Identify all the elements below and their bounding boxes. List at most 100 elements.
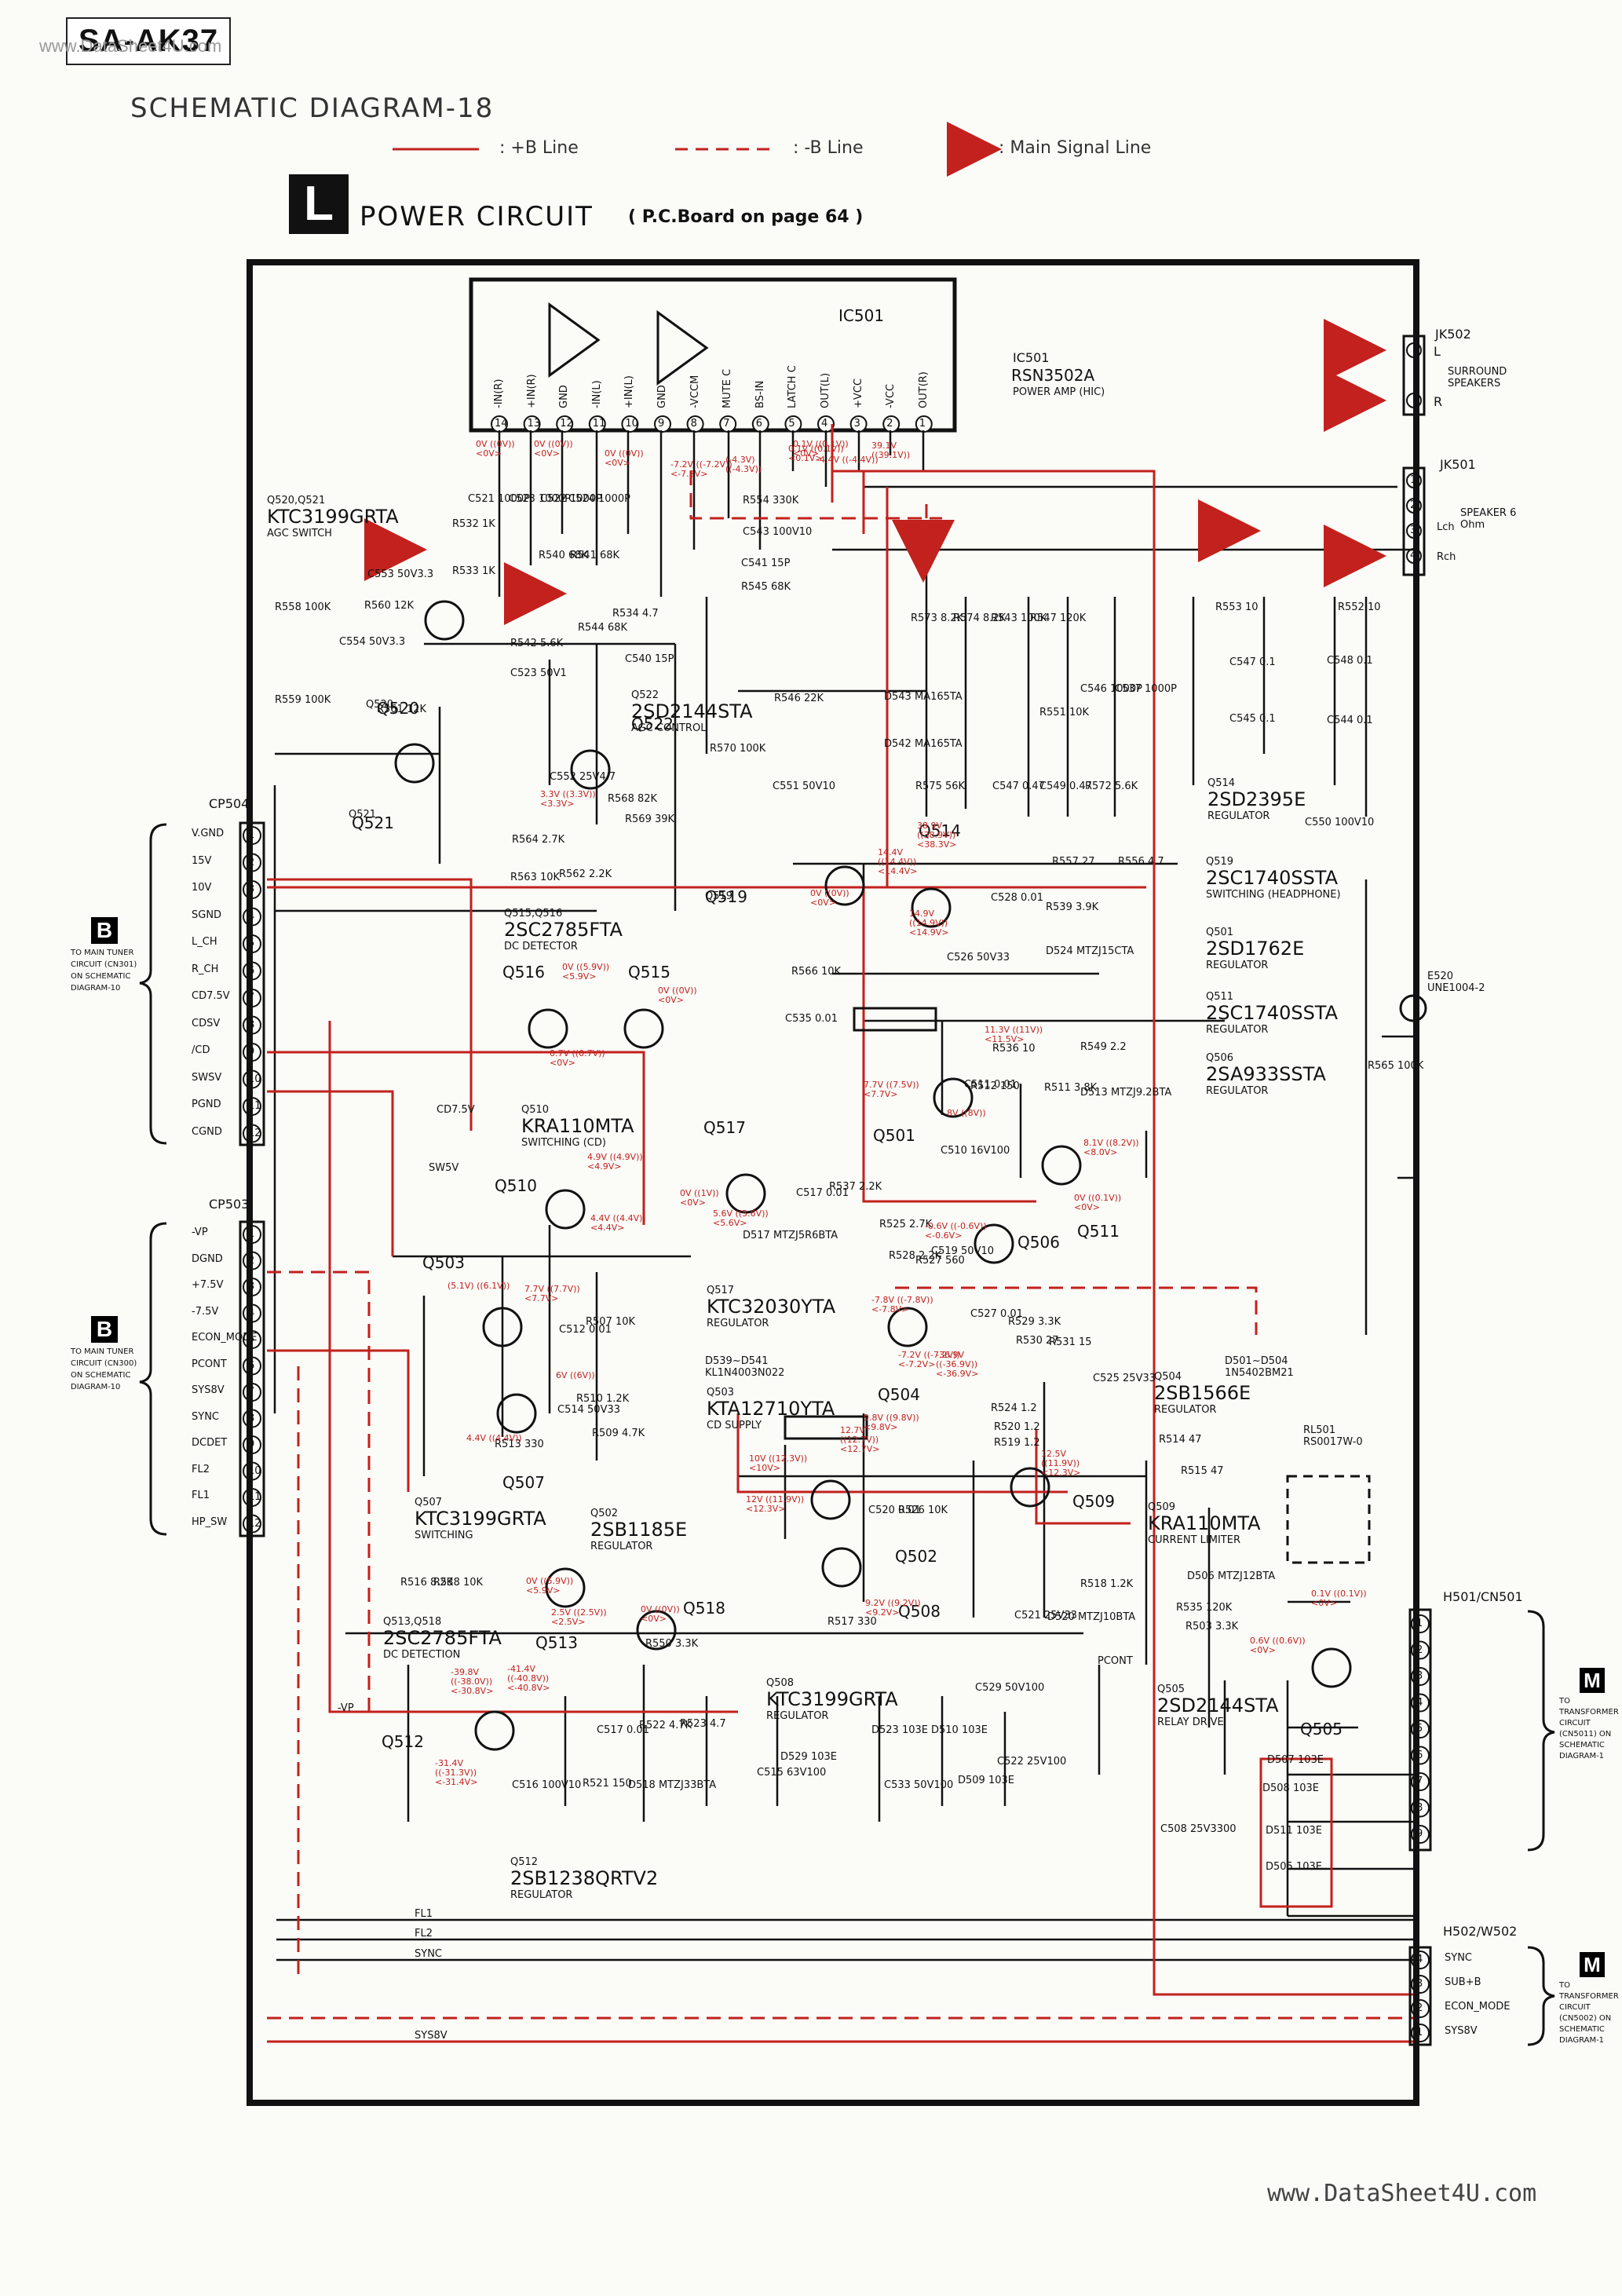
component-part: KTC3199GRTA	[415, 1508, 546, 1530]
voltage-label: -7.2V ((-7.2V)) <-7.2V>	[670, 459, 732, 479]
cp503-pin-number: 4	[248, 1307, 255, 1319]
ic501-pin-number: 2	[886, 418, 893, 430]
conn-m-top: M	[1580, 1668, 1605, 1693]
component-ref: Q505	[1157, 1684, 1185, 1695]
part-label: D520 MTZJ10BTA	[1047, 1611, 1136, 1623]
part-label: C510 16V100	[941, 1145, 1010, 1157]
voltage-label: 4.9V ((4.9V)) <4.9V>	[587, 1152, 643, 1172]
part-label: R547 120K	[1030, 612, 1087, 624]
cn513	[784, 1415, 868, 1440]
component-ref: Q510	[521, 1104, 550, 1116]
part-label: C528 0.01	[991, 892, 1043, 904]
h501-pin-number: 4	[1416, 1696, 1423, 1709]
part-label: C508 25V3300	[1160, 1823, 1237, 1835]
red-minus-b-lines	[267, 471, 1413, 2020]
relay-rl501	[1286, 1475, 1371, 1564]
part-label: R521 150	[583, 1778, 632, 1790]
part-label: R536 10	[992, 1043, 1036, 1055]
cp504-pin-name: PGND	[192, 1099, 221, 1110]
component-part: 2SC1740SSTA	[1206, 1002, 1339, 1024]
transistor-tag: Q517	[703, 1118, 746, 1137]
part-label: C552 25V4.7	[550, 771, 616, 783]
part-label: R540 68K	[539, 550, 589, 561]
cp504pins-pin	[243, 853, 261, 872]
cp503pins-pin	[243, 1303, 261, 1323]
section-title: POWER CIRCUIT	[360, 201, 594, 232]
part-label: R533 1K	[452, 565, 495, 577]
h501pins-pin	[1411, 1825, 1430, 1844]
part-label: D513 MTZJ9.2BTA	[1080, 1087, 1172, 1099]
h501pins-pin	[1411, 1640, 1430, 1660]
jk501-text: SPEAKER 6 Ohm	[1460, 507, 1517, 531]
part-label: C527 0.01	[970, 1308, 1023, 1320]
part-label: C523 50V1	[510, 667, 567, 679]
voltage-label: -36.9V ((-36.9V)) <-36.9V>	[936, 1350, 979, 1379]
component-ref: Q501	[1206, 927, 1234, 938]
cp503pins-pin	[243, 1409, 261, 1428]
voltage-label: 11.3V ((11V)) <11.5V>	[985, 1025, 1043, 1044]
component-part: KTC32030YTA	[707, 1296, 836, 1318]
voltage-label: 39.1V ((39.1V))	[871, 441, 911, 460]
legend-b-minus: : -B Line	[793, 138, 864, 158]
h501-pin-number: 5	[1416, 1723, 1423, 1735]
watermark-bottom: www.DataSheet4U.com	[1267, 2180, 1537, 2207]
ic501-pin-name: -IN(L)	[590, 380, 603, 408]
component-part: 2SB1185E	[590, 1519, 688, 1541]
voltage-label: 0.1V ((0.1V)) <0V>	[1311, 1589, 1367, 1608]
ic501-pin-name: OUT(R)	[917, 371, 930, 408]
section-letter: L	[289, 174, 349, 234]
voltage-label: (-4.3V) ((-4.3V))	[725, 455, 762, 474]
vp-label: -VP	[338, 1702, 354, 1714]
cp503-pin-name: -VP	[192, 1227, 208, 1238]
voltage-label: 0V ((5.9V)) <5.9V>	[526, 1576, 574, 1596]
ic501-pin-number: 10	[625, 418, 638, 430]
component-desc: REGULATOR	[590, 1541, 653, 1552]
component-desc: DC DETECTOR	[504, 941, 578, 952]
voltage-label: 2.5V ((2.5V)) <2.5V>	[551, 1607, 607, 1627]
ic501-pin-name: LATCH C	[787, 365, 799, 408]
part-label: C526 50V33	[947, 952, 1010, 963]
voltage-label: 0.6V ((0.6V)) <0V>	[1250, 1636, 1306, 1655]
jk501-lch: Lch	[1437, 521, 1455, 533]
part-label: R575 56K	[915, 781, 966, 792]
h501-pin-number: 1	[1416, 1618, 1423, 1629]
cp504pins-pin	[243, 880, 261, 899]
legend-b-plus: : +B Line	[499, 138, 579, 158]
voltage-label: 0.7V ((0.7V)) <0V>	[550, 1048, 605, 1068]
transistor-tag: Q514	[919, 821, 961, 840]
part-label: R529 3.3K	[1008, 1316, 1061, 1328]
component-ref: Q514	[1207, 777, 1236, 789]
part-label: C523 1000P	[509, 493, 571, 505]
component-desc: SWITCHING	[415, 1530, 473, 1541]
component-ref: Q506	[1206, 1052, 1234, 1064]
part-label: C522 25V100	[997, 1756, 1067, 1768]
cp504-pin-number: 2	[248, 856, 255, 868]
cp503-pin-number: 5	[248, 1333, 255, 1345]
cp504-pin-number: 10	[248, 1073, 261, 1085]
part-label: C522 1000P	[540, 493, 602, 505]
component-ref: Q513,Q518	[383, 1616, 442, 1628]
cp503pins-pin	[243, 1435, 261, 1454]
voltage-label: 12V ((11.9V)) <12.3V>	[746, 1494, 805, 1514]
component-ref: Q504	[1154, 1371, 1182, 1383]
cp504-pin-name: CDSV	[192, 1017, 221, 1029]
component-ref: Q503	[707, 1387, 735, 1398]
d539-label: D539~D541 KL1N4003N022	[705, 1355, 785, 1379]
legend-signal: : Main Signal Line	[999, 138, 1152, 158]
part-label: R512 150	[970, 1080, 1020, 1092]
transistors	[394, 600, 1352, 1751]
ic501-part: RSN3502A	[1011, 366, 1095, 385]
h502-pin-number: 2	[1416, 2002, 1423, 2014]
e520-label: E520 UNE1004-2	[1427, 971, 1485, 994]
conn-b-top-text: TO MAIN TUNER CIRCUIT (CN301) ON SCHEMAT…	[71, 949, 137, 993]
part-label: C535 0.01	[785, 1013, 838, 1025]
ic501-pin-circle	[654, 415, 671, 433]
component-ref: Q512	[510, 1856, 539, 1868]
part-label: D524 MTZJ15CTA	[1046, 945, 1134, 957]
cp503-pin-number: 10	[248, 1464, 261, 1477]
cp503-pin-number: 6	[248, 1359, 255, 1372]
h501pins-pin	[1411, 1614, 1430, 1633]
cp504-pin-number: 7	[248, 992, 255, 1004]
ic501-pin-circle	[556, 415, 574, 433]
part-label: C533 50V100	[884, 1779, 954, 1791]
